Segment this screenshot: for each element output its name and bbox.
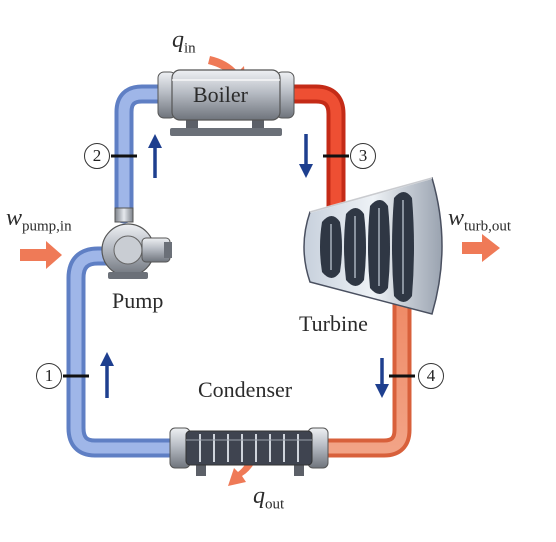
pump-work-label: wpump,in: [6, 205, 72, 235]
state-4-marker: 4: [418, 363, 444, 389]
boiler-label: Boiler: [193, 82, 248, 107]
turbine-label: Turbine: [299, 311, 368, 336]
flow-arrow-down-state-3: [299, 134, 313, 178]
pipe-boiler-to-turbine: [278, 84, 346, 220]
flow-arrow-down-state-4: [375, 358, 389, 398]
condenser-label: Condenser: [198, 377, 293, 402]
flow-arrow-up-state-1: [100, 352, 114, 398]
turbine-work-label: wturb,out: [448, 205, 512, 235]
pump: [101, 207, 172, 279]
pump-work-arrow: [20, 241, 62, 269]
turbine-work-arrow: [462, 234, 500, 262]
pump-label: Pump: [112, 288, 164, 313]
pipe-condenser-to-pump: [66, 246, 190, 458]
state-2-marker: 2: [84, 143, 110, 169]
pipes: [66, 84, 412, 458]
turbine: [303, 177, 443, 315]
flow-arrows: [100, 134, 389, 398]
condenser: [169, 427, 329, 476]
heat-out-label: qout: [253, 483, 285, 513]
boiler: [157, 69, 295, 136]
state-3-marker: 3: [350, 143, 376, 169]
state-1-marker: 1: [36, 363, 62, 389]
flow-arrow-up-state-2: [148, 134, 162, 178]
state-ticks: [63, 154, 415, 378]
heat-in-label: qin: [172, 27, 196, 57]
